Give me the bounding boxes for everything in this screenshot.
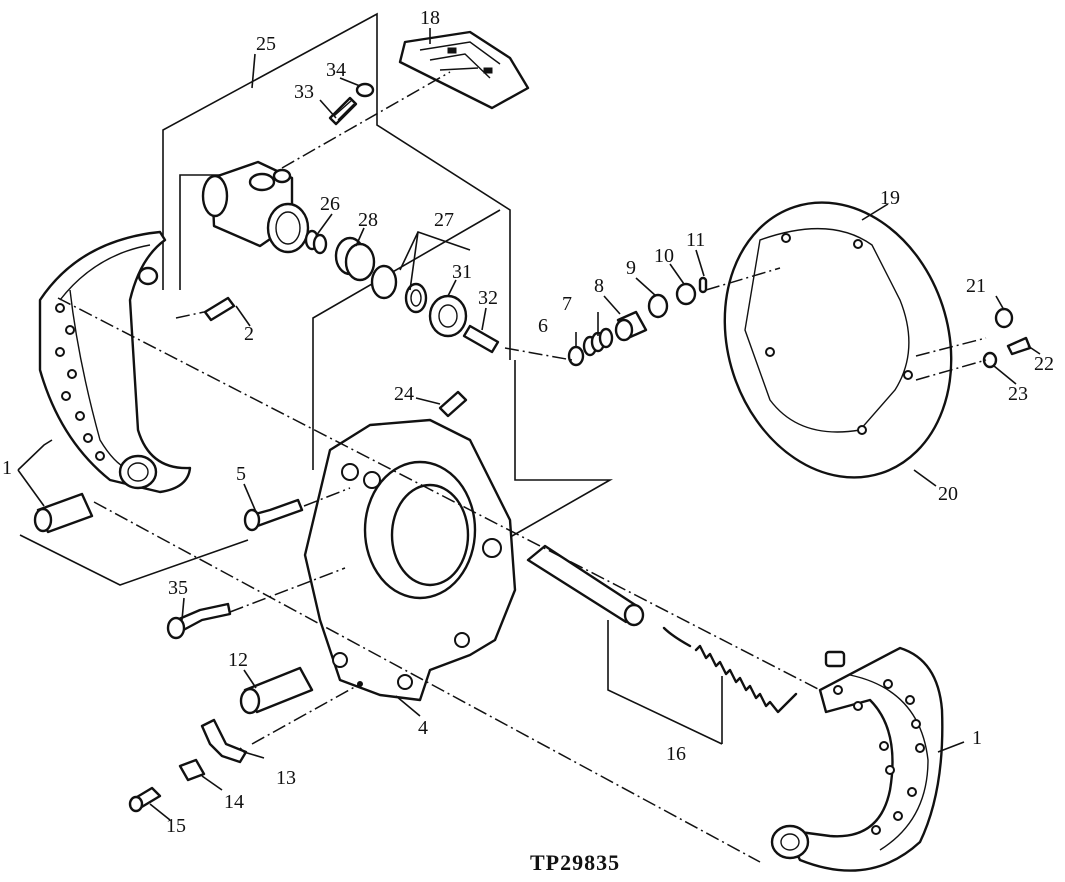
callout-11: 11 bbox=[686, 229, 705, 251]
bleeder-screw-33 bbox=[328, 96, 358, 126]
callout-2: 2 bbox=[244, 323, 254, 345]
callout-23: 23 bbox=[1008, 383, 1028, 405]
callout-10: 10 bbox=[654, 245, 674, 267]
callout-21: 21 bbox=[966, 275, 986, 297]
washer-6 bbox=[567, 345, 585, 367]
pushrod-32 bbox=[462, 324, 500, 354]
callout-31: 31 bbox=[452, 261, 472, 283]
callout-34: 34 bbox=[326, 59, 346, 81]
figure-reference: TP29835 bbox=[530, 850, 620, 875]
callout-14: 14 bbox=[224, 791, 244, 813]
brake-shoe-right bbox=[770, 646, 944, 872]
callout-8: 8 bbox=[594, 275, 604, 297]
washer-23 bbox=[982, 351, 998, 369]
callout-25: 25 bbox=[256, 33, 276, 55]
boot-31 bbox=[428, 294, 468, 338]
brake-pad-18 bbox=[398, 30, 530, 110]
callout-20: 20 bbox=[938, 483, 958, 505]
clip-14 bbox=[178, 758, 206, 782]
screw-15 bbox=[128, 786, 162, 813]
bolt-24 bbox=[438, 390, 468, 418]
bushing-left bbox=[33, 492, 94, 534]
spring-26 bbox=[304, 229, 328, 255]
callout-28: 28 bbox=[358, 209, 378, 231]
piston-27 bbox=[370, 264, 428, 314]
plate-13 bbox=[200, 718, 248, 764]
callout-7: 7 bbox=[562, 293, 572, 315]
brake-shoe-left bbox=[38, 230, 192, 494]
bolt-5 bbox=[243, 498, 304, 532]
spring-7 bbox=[582, 327, 614, 357]
center-lines bbox=[57, 71, 987, 863]
callout-35: 35 bbox=[168, 577, 188, 599]
callout-18: 18 bbox=[420, 7, 440, 29]
pin-11 bbox=[698, 276, 708, 294]
washer-9 bbox=[647, 293, 669, 319]
callout-15: 15 bbox=[166, 815, 186, 837]
cup-8 bbox=[614, 310, 648, 342]
callout-16: 16 bbox=[666, 743, 686, 765]
leader-lines bbox=[17, 28, 1041, 821]
callout-19: 19 bbox=[880, 187, 900, 209]
pin-2 bbox=[203, 296, 236, 322]
callout-4: 4 bbox=[418, 717, 428, 739]
wheel-cylinder-25 bbox=[201, 160, 310, 254]
callout-13: 13 bbox=[276, 767, 296, 789]
nut-10 bbox=[675, 282, 697, 306]
bolt-22 bbox=[1006, 336, 1032, 356]
anchor-plate-4 bbox=[303, 418, 517, 702]
callout-labels: 1 2 4 5 6 7 8 9 10 11 12 13 14 15 16 18 … bbox=[2, 7, 1054, 837]
return-spring-16 bbox=[526, 544, 798, 714]
callout-24: 24 bbox=[394, 383, 414, 405]
callout-1-left: 1 bbox=[2, 457, 12, 479]
callout-22: 22 bbox=[1034, 353, 1054, 375]
cap-34 bbox=[355, 82, 375, 98]
pin-12 bbox=[239, 666, 314, 715]
backing-plate-19 bbox=[723, 201, 953, 479]
screw-21 bbox=[994, 307, 1014, 329]
callout-26: 26 bbox=[320, 193, 340, 215]
callout-6: 6 bbox=[538, 315, 548, 337]
callout-33: 33 bbox=[294, 81, 314, 103]
callout-5: 5 bbox=[236, 463, 246, 485]
group-frame-center bbox=[19, 209, 614, 586]
callout-1-right: 1 bbox=[972, 727, 982, 749]
callout-27: 27 bbox=[434, 209, 454, 231]
callout-32: 32 bbox=[478, 287, 498, 309]
callout-9: 9 bbox=[626, 257, 636, 279]
bolt-35 bbox=[166, 602, 232, 640]
cup-28 bbox=[334, 236, 376, 282]
spring-set bbox=[567, 276, 708, 367]
callout-12: 12 bbox=[228, 649, 248, 671]
